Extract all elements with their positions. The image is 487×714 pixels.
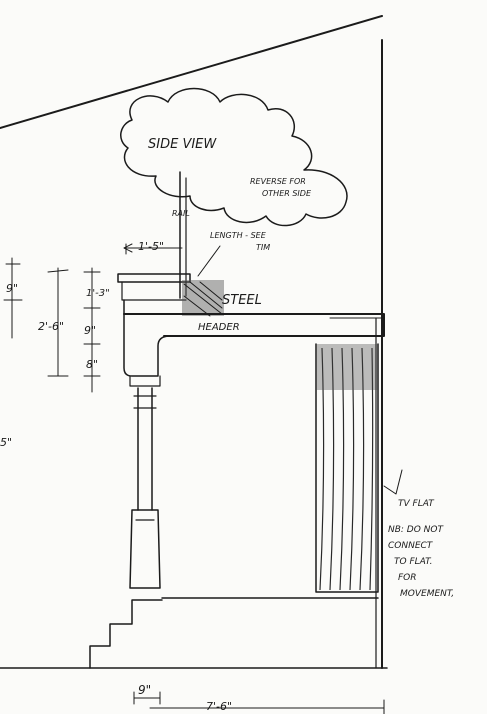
cap-molding bbox=[121, 281, 187, 301]
header-label: HEADER bbox=[198, 322, 240, 333]
nb-line1: NB: DO NOT bbox=[388, 525, 444, 535]
column-shaft bbox=[137, 387, 153, 511]
dim-9-bottom-line bbox=[133, 691, 161, 705]
nb-line4: FOR bbox=[398, 573, 417, 583]
cloud-title: SIDE VIEW bbox=[148, 137, 217, 152]
length-note-line1: LENGTH - SEE bbox=[210, 231, 267, 240]
dim-edge: 5" bbox=[0, 436, 12, 449]
stairs bbox=[89, 599, 163, 669]
dim-7-6: 7'-6" bbox=[206, 700, 232, 713]
tv-flat-leader bbox=[383, 469, 403, 495]
rail-label: RAIL bbox=[172, 209, 190, 218]
dim-9-left: 9" bbox=[6, 282, 18, 295]
header-beam bbox=[123, 313, 385, 337]
roof-line bbox=[0, 15, 383, 129]
steel-hatch bbox=[183, 281, 223, 317]
column-collar bbox=[133, 395, 157, 409]
cloud-note-line1: REVERSE FOR bbox=[250, 177, 306, 186]
curtain-outline bbox=[315, 343, 379, 593]
cap-shelf bbox=[117, 273, 191, 283]
dim-8: 8" bbox=[86, 358, 98, 371]
callout-cloud bbox=[120, 87, 348, 227]
curtain-folds bbox=[319, 347, 374, 591]
dim-2-6: 2'-6" bbox=[38, 320, 64, 333]
corner-bracket bbox=[123, 299, 171, 377]
dim-9-bottom: 9" bbox=[138, 683, 151, 697]
nb-line5: MOVEMENT, bbox=[400, 589, 454, 599]
dim-9-mid: 9" bbox=[84, 324, 96, 337]
nb-line3: TO FLAT. bbox=[394, 557, 432, 567]
dim-1-3: 1'-3" bbox=[86, 288, 110, 299]
length-leader bbox=[197, 245, 221, 277]
nb-line2: CONNECT bbox=[388, 541, 434, 551]
column-capital bbox=[129, 375, 161, 387]
cloud-note-line2: OTHER SIDE bbox=[262, 189, 312, 198]
dim-stack-right-line bbox=[83, 267, 101, 393]
steel-label: STEEL bbox=[222, 293, 262, 308]
dim-1-5-line bbox=[123, 243, 183, 255]
dim-9-left-line bbox=[3, 257, 23, 339]
curtain-shadow-top bbox=[316, 344, 378, 390]
column-base bbox=[129, 509, 161, 589]
dim-7-6-line bbox=[149, 699, 385, 714]
tv-flat-label: TV FLAT bbox=[398, 499, 435, 509]
dim-2-6-line bbox=[47, 267, 69, 377]
dim-1-5: 1'-5" bbox=[138, 240, 164, 253]
length-note-line2: TIM bbox=[256, 243, 270, 252]
